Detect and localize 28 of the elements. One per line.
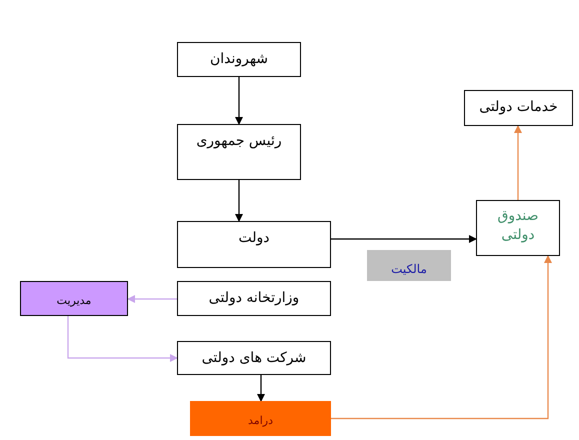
node-label: مالکیت	[390, 260, 428, 278]
arrow	[257, 375, 265, 402]
arrow	[235, 77, 243, 125]
node-label: وزارتخانه دولتی	[208, 289, 300, 308]
process-box	[177, 281, 331, 316]
node-label: شهروندان	[208, 50, 270, 69]
management-box	[20, 281, 128, 316]
arrow	[514, 125, 522, 200]
node-label: رئیس جمهوری	[195, 132, 283, 151]
node-label: دولت	[237, 229, 270, 248]
node-label: مدیریت	[56, 293, 92, 310]
fund-box	[476, 200, 560, 256]
process-box	[177, 42, 301, 77]
process-box	[177, 341, 331, 375]
arrow	[67, 316, 178, 362]
income-box	[190, 401, 331, 436]
arrow	[235, 180, 243, 222]
arrow	[331, 255, 552, 420]
node-label: خدمات دولتی	[478, 98, 559, 117]
ownership-tag	[367, 250, 451, 281]
process-box	[177, 221, 331, 268]
node-label: درامد	[247, 413, 274, 430]
process-box	[464, 90, 573, 126]
node-label: صندوق دولتی	[496, 207, 540, 245]
node-label: شرکت های دولتی	[200, 349, 308, 368]
process-box	[177, 124, 301, 180]
arrow	[331, 235, 477, 243]
arrow	[127, 295, 177, 303]
